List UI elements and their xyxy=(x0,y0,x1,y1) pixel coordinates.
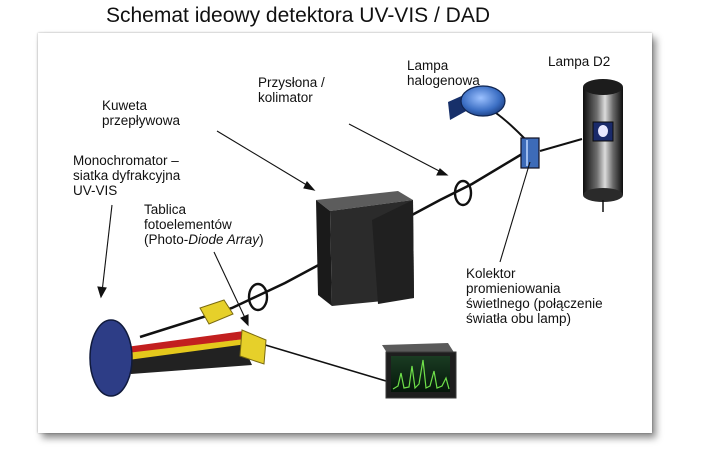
photodiode-array-icon xyxy=(239,329,267,365)
diffraction-grating-icon xyxy=(89,319,133,397)
label-flow-cell-line: Kuweta xyxy=(102,98,148,113)
halogen-lamp-icon xyxy=(448,85,506,120)
label-monochromator-line: Monochromator – xyxy=(73,153,179,168)
label-halogen-lamp-line: halogenowa xyxy=(407,73,480,88)
collimator-ring-2-icon xyxy=(453,179,473,207)
label-photodiode-array-line: fotoelementów xyxy=(144,217,232,232)
label-collimator: Przysłona / kolimator xyxy=(258,75,325,105)
label-photodiode-array-line: Tablica xyxy=(144,202,187,217)
spectrum-monitor-icon xyxy=(382,343,457,399)
label-collector-line: światła obu lamp) xyxy=(466,311,572,326)
d2-beam xyxy=(539,138,583,152)
slit-plate-icon xyxy=(199,299,234,325)
label-collimator-line: kolimator xyxy=(258,90,313,105)
label-collector: Kolektor promieniowania świetlnego (połą… xyxy=(466,266,603,326)
label-photodiode-array: Tablica fotoelementów (Photo-Diode Array… xyxy=(144,202,264,247)
label-collector-line: promieniowania xyxy=(466,281,561,296)
label-collimator-line: Przysłona / xyxy=(258,75,325,90)
flow-cell-box-icon xyxy=(316,191,414,306)
spectrum-band-red xyxy=(126,331,245,353)
beam-collector-icon xyxy=(520,137,540,169)
spectrum-band-dark xyxy=(126,343,252,374)
signal-line xyxy=(261,343,387,382)
label-part-italic: Diode Array xyxy=(188,232,260,247)
diagram-title: Schemat ideowy detektora UV-VIS / DAD xyxy=(106,4,490,27)
label-part: (Photo- xyxy=(144,232,189,247)
label-d2-lamp: Lampa D2 xyxy=(548,54,611,69)
label-photodiode-array-line: (Photo-Diode Array) xyxy=(144,232,264,247)
collimator-ring-icon xyxy=(247,282,269,312)
label-collector-line: świetlnego (połączenie xyxy=(466,296,603,311)
leader-arrows xyxy=(97,123,531,327)
d2-lamp-icon xyxy=(583,79,623,212)
label-collector-line: Kolektor xyxy=(466,266,516,281)
label-flow-cell-line: przepływowa xyxy=(102,113,181,128)
label-flow-cell: Kuweta przepływowa xyxy=(102,98,180,128)
label-halogen-lamp: Lampa halogenowa xyxy=(407,58,480,88)
spectrum-band-yellow xyxy=(127,339,247,360)
label-halogen-lamp-line: Lampa xyxy=(407,58,449,73)
label-monochromator: Monochromator – siatka dyfrakcyjna UV-VI… xyxy=(73,153,180,198)
label-monochromator-line: siatka dyfrakcyjna xyxy=(73,168,181,183)
label-part: ) xyxy=(259,232,264,247)
label-monochromator-line: UV-VIS xyxy=(73,183,118,198)
